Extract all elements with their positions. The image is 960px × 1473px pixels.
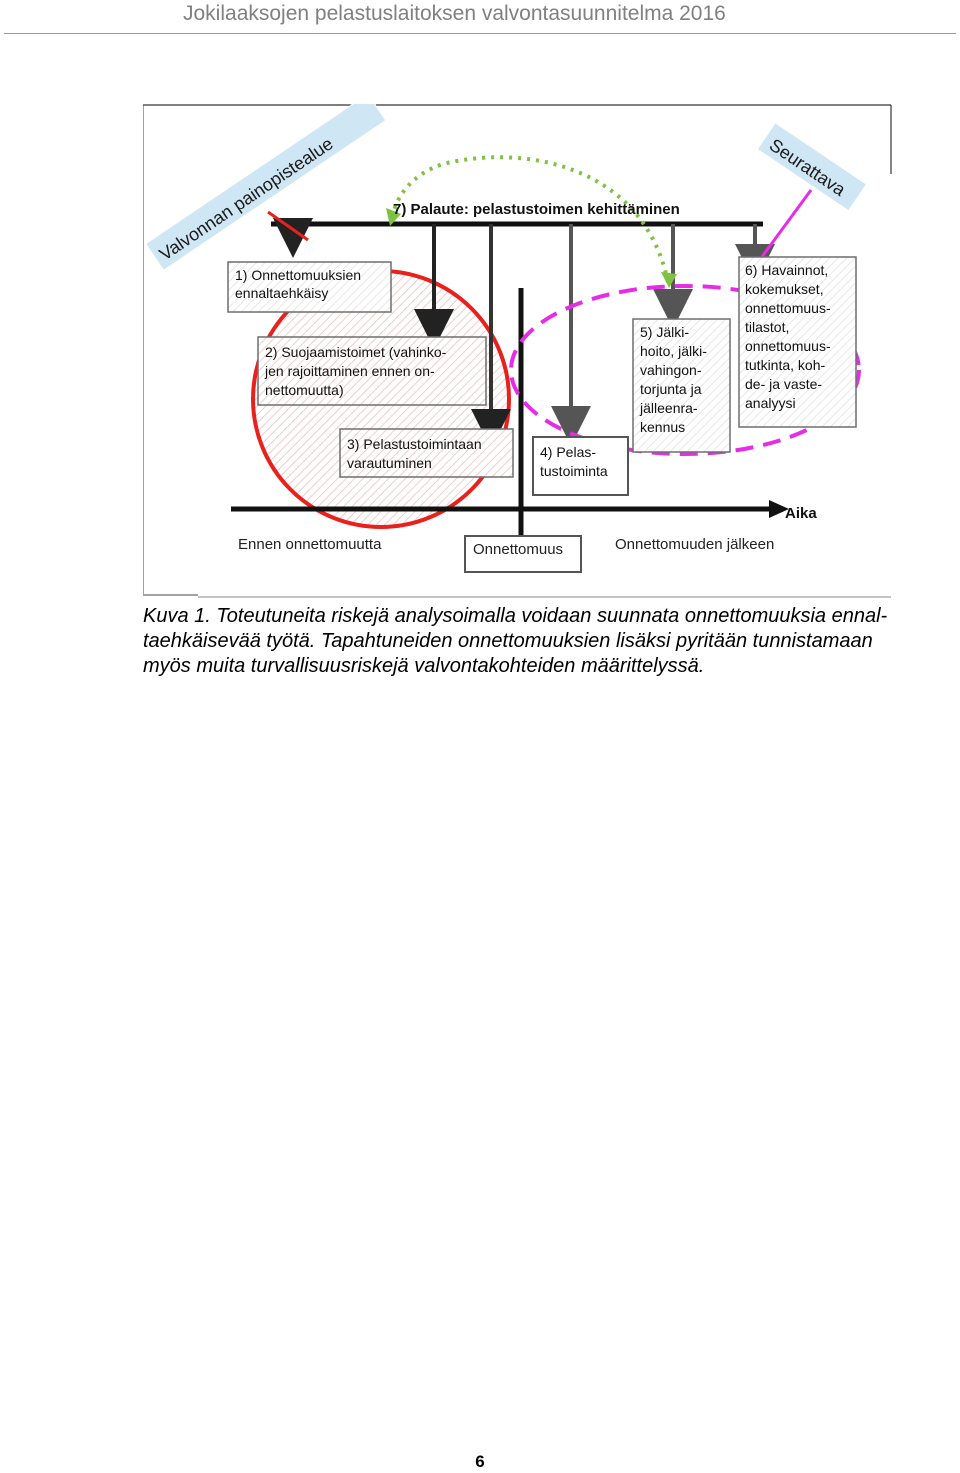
caption-line-2: taehkäisevää työtä. Tapahtuneiden onnett… — [143, 630, 873, 652]
box-1-text: 1) Onnettomuuksien ennaltaehkäisy — [235, 267, 365, 301]
feedback-label: 7) Palaute: pelastustoimen kehittäminen — [393, 201, 680, 218]
focus-area-banner-text: Valvonnan painopistealue — [156, 133, 337, 264]
before-accident-label: Ennen onnettomuutta — [238, 536, 382, 553]
process-diagram: Valvonnan painopistealue Seurattava 7) P… — [143, 104, 892, 598]
page-header: Jokilaaksojen pelastuslaitoksen valvonta… — [0, 0, 960, 34]
box-4 — [532, 436, 629, 496]
feedback-loop-arrow — [391, 155, 670, 283]
accident-label: Onnettomuus — [473, 541, 563, 558]
figure-frame — [143, 104, 892, 598]
box-2-text: 2) Suojaamistoimet (vahinko- jen rajoitt… — [264, 344, 450, 398]
observed-banner: Seurattava — [756, 122, 868, 212]
after-accident-label: Onnettomuuden jälkeen — [615, 536, 774, 553]
box-1 — [227, 261, 392, 313]
box-3 — [339, 428, 514, 478]
box-5-text: 5) Jälki- hoito, jälki- vahingon- torjun… — [639, 324, 711, 435]
observed-area-ellipse — [509, 284, 861, 456]
focus-area-banner: Valvonnan painopistealue — [145, 104, 387, 271]
time-axis-label: Aika — [785, 505, 817, 522]
caption-line-3: myös muita turvallisuusriskejä valvontak… — [143, 655, 705, 677]
caption-line-1: Kuva 1. Toteutuneita riskejä analysoimal… — [143, 605, 888, 627]
box-5 — [632, 318, 731, 453]
box-2 — [257, 336, 487, 406]
accident-box — [464, 535, 582, 573]
page-number: 6 — [475, 1452, 485, 1471]
box-6-text: 6) Havainnot, kokemukset, onnettomuus- t… — [745, 262, 835, 411]
box-6 — [738, 256, 857, 428]
header-divider — [4, 33, 956, 34]
document-title: Jokilaaksojen pelastuslaitoksen valvonta… — [183, 2, 726, 25]
figure-caption: Kuva 1. Toteutuneita riskejä analysoimal… — [143, 604, 943, 679]
feedback-loop-arrowhead — [386, 208, 401, 226]
focus-area-pointer — [267, 210, 309, 242]
time-axis-arrowhead — [769, 500, 789, 518]
feedback-loop-arrowhead-end — [661, 272, 677, 288]
box-4-text: 4) Pelas- tustoiminta — [540, 444, 608, 479]
box-3-text: 3) Pelastustoimintaan varautuminen — [347, 436, 486, 471]
